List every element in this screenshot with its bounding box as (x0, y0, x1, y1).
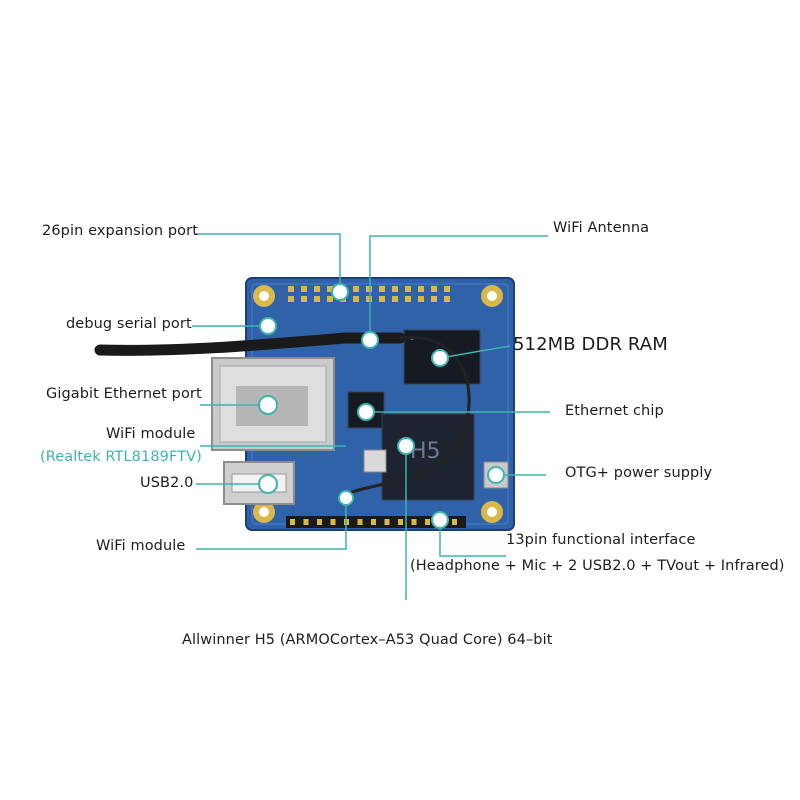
header-pin (384, 519, 390, 525)
expansion-header-pins (288, 286, 450, 302)
label-usb: USB2.0 (140, 475, 194, 491)
header-pin (444, 296, 450, 302)
ethernet-jack (211, 357, 335, 451)
header-pin (379, 286, 385, 292)
antenna-cable (94, 332, 471, 501)
wifi-chip (363, 449, 387, 473)
header-pin (411, 519, 417, 525)
marker-debug (259, 317, 277, 335)
header-pin (392, 296, 398, 302)
marker-ram (431, 349, 449, 367)
header-pin (314, 296, 320, 302)
marker-functional (431, 511, 449, 529)
header-pin (431, 296, 437, 302)
header-pin (425, 519, 430, 525)
header-pin (392, 286, 398, 292)
header-pin (418, 296, 424, 302)
header-pin (444, 286, 450, 292)
label-expansion-port: 26pin expansion port (42, 223, 198, 239)
header-pin (379, 296, 385, 302)
header-pin (327, 296, 333, 302)
marker-wifi-module (338, 490, 354, 506)
header-pin (405, 286, 411, 292)
header-pin (405, 296, 411, 302)
header-pin (431, 286, 437, 292)
header-pin (353, 296, 359, 302)
header-pin (303, 519, 309, 525)
header-pin (288, 296, 294, 302)
header-pin (398, 519, 403, 525)
header-pin (288, 286, 294, 292)
label-wifi-antenna: WiFi Antenna (553, 220, 650, 236)
label-functional-detail: (Headphone + Mic + 2 USB2.0 + TVout + In… (410, 558, 785, 574)
header-pin (330, 519, 336, 525)
header-pin (314, 286, 320, 292)
header-pin (366, 286, 372, 292)
label-ethernet-port: Gigabit Ethernet port (46, 386, 202, 402)
cpu-chip-mark: H5 (410, 439, 441, 464)
header-pin (371, 519, 376, 525)
marker-dots (258, 283, 505, 529)
header-pin (317, 519, 322, 525)
marker-otg (487, 466, 505, 484)
leader-lines (192, 233, 550, 600)
header-pin (301, 296, 307, 302)
label-otg: OTG+ power supply (565, 465, 713, 481)
cpu-chip: H5 (381, 413, 475, 501)
header-pin (357, 519, 363, 525)
header-pin (366, 296, 372, 302)
marker-ethernet-port (258, 395, 278, 415)
label-ram: 512MB DDR RAM (513, 334, 668, 355)
label-debug-serial-port: debug serial port (66, 316, 192, 332)
header-pin (327, 286, 333, 292)
mounting-holes (253, 285, 503, 523)
label-wifi-module-bottom: WiFi module (96, 538, 186, 554)
header-pin (353, 286, 359, 292)
marker-ethernet-chip (357, 403, 375, 421)
label-functional-interface: 13pin functional interface (506, 532, 696, 548)
label-cpu: Allwinner H5 (ARMOCortex–A53 Quad Core) … (182, 632, 553, 648)
header-pin (452, 519, 457, 525)
header-pin (301, 286, 307, 292)
marker-cpu (397, 437, 415, 455)
marker-antenna (361, 331, 379, 349)
label-wifi-module-chip: (Realtek RTL8189FTV) (40, 449, 202, 465)
marker-usb (258, 474, 278, 494)
header-pin (418, 286, 424, 292)
label-wifi-module-top: WiFi module (106, 426, 196, 442)
header-pin (290, 519, 295, 525)
label-ethernet-chip: Ethernet chip (565, 403, 664, 419)
marker-expansion (331, 283, 349, 301)
